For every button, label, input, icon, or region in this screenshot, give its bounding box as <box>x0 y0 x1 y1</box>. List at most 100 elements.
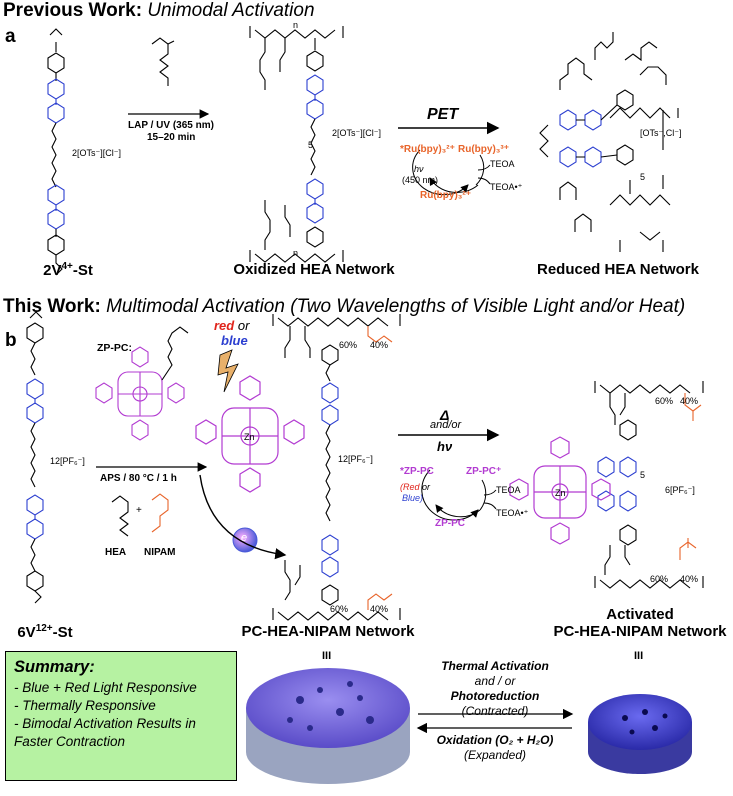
counterion-oxidized: 2[OTs⁻][Cl⁻] <box>332 128 382 138</box>
zp-ground-label: ZP-PC <box>435 518 465 529</box>
activated-label-line1: Activated <box>606 606 674 623</box>
monomer-2v-structure <box>47 28 65 276</box>
counterion-network: 12[PF₆⁻] <box>338 454 373 464</box>
previous-work-header: Previous Work: Unimodal Activation <box>3 0 315 22</box>
activated-porphyrin <box>509 436 611 545</box>
counterion-6v: 12[PF₆⁻] <box>50 456 85 466</box>
zp-photocycle <box>421 469 497 521</box>
counterion-reduced: [OTs⁻,Cl⁻] <box>640 128 682 138</box>
zp-excited-label: *ZP-PC <box>400 466 434 477</box>
summary-box: Summary: - Blue + Red Light Responsive -… <box>5 651 237 781</box>
panel-a-letter: a <box>5 26 16 47</box>
conditions-a-line2: 15–20 min <box>147 132 196 143</box>
monomer-2v-label: 2V4+-St <box>43 261 93 279</box>
gel-disc-contracted <box>588 694 692 774</box>
pct60-activated-bottom: 60% <box>650 574 669 584</box>
pct60-top: 60% <box>339 340 358 350</box>
electron-label: e <box>241 532 248 544</box>
light-color-label: red or <box>214 318 250 333</box>
this-work-title: This Work: <box>3 296 101 317</box>
activated-network-structure <box>594 381 704 589</box>
equiv-marker-left: III <box>322 650 332 662</box>
reverse-line1: Oxidation (O₂ + H₂O) <box>436 733 554 747</box>
wavelength-label: (450 nm) <box>402 175 439 185</box>
repeat-5-oxidized: 5 <box>308 140 314 150</box>
zp-pc-label: ZP-PC: <box>97 342 132 354</box>
forward-line4: (Contracted) <box>461 704 529 718</box>
pc-network-structure <box>272 314 401 621</box>
hea-label: HEA <box>105 547 127 558</box>
this-work-subtitle: Multimodal Activation (Two Wavelengths o… <box>106 296 686 317</box>
hv-label-a: hν <box>414 164 424 174</box>
zn-activated-label: Zn <box>555 488 566 498</box>
oxidized-network-structure <box>249 26 344 263</box>
hea-monomer-a <box>151 37 175 86</box>
equiv-marker-right: III <box>634 650 644 662</box>
ru-oxidized-label: Ru(bpy)₃³⁺ <box>458 144 510 155</box>
reduced-network-label: Reduced HEA Network <box>537 261 699 278</box>
ru-ground-label: Ru(bpy)₃²⁺ <box>420 190 472 201</box>
network-label: PC-HEA-NIPAM Network <box>241 623 415 640</box>
this-work-header: This Work: Multimodal Activation (Two Wa… <box>3 296 685 318</box>
summary-title: Summary: <box>14 658 95 676</box>
counterion-activated: 6[PF₆⁻] <box>665 485 695 495</box>
forward-line2: and / or <box>474 674 516 688</box>
pct40-activated-top: 40% <box>680 396 699 406</box>
light-source-label: (Red or <box>400 482 431 492</box>
repeat-n-top: n <box>293 20 299 30</box>
forward-conditions: Thermal Activation and / or Photoreducti… <box>418 659 572 719</box>
monomer-6v-structure <box>26 311 44 604</box>
zn-label: Zn <box>244 432 255 442</box>
blue-light-label: blue <box>221 333 248 348</box>
teoa-radical-label-b: TEOA•⁺ <box>496 508 529 518</box>
zp-pc-porphyrin <box>95 346 185 441</box>
electron-transfer-arrow <box>199 474 287 560</box>
nipam-label: NIPAM <box>144 547 176 558</box>
monomer-6v-label: 6V12+-St <box>17 623 73 641</box>
forward-line1: Thermal Activation <box>441 659 549 673</box>
teoa-label-b: TEOA <box>496 485 521 495</box>
repeat-n-bottom: n <box>293 248 299 258</box>
gel-disc-expanded <box>246 668 410 784</box>
activated-nipam <box>679 393 702 560</box>
light-bolt-icon <box>217 349 239 393</box>
pct60-bottom: 60% <box>330 604 349 614</box>
pct40-top: 40% <box>370 340 389 350</box>
zp-linker-b <box>161 326 189 381</box>
summary-item: - Blue + Red Light Responsive <box>14 680 197 695</box>
ru-excited-label: *Ru(bpy)₃²⁺ <box>400 144 455 155</box>
reduced-network-structure <box>539 32 679 252</box>
pct40-bottom: 40% <box>370 604 389 614</box>
oxidized-network-label: Oxidized HEA Network <box>233 261 395 278</box>
pct60-activated-top: 60% <box>655 396 674 406</box>
teoa-label-a: TEOA <box>490 159 515 169</box>
zp-oxidized-label: ZP-PC⁺ <box>466 466 502 477</box>
pct40-activated-bottom: 40% <box>680 574 699 584</box>
teoa-radical-label-a: TEOA•⁺ <box>490 182 523 192</box>
nipam-sidechain-b <box>367 326 393 610</box>
light-source-blue: Blue) <box>402 493 424 503</box>
network-porphyrin <box>195 375 305 493</box>
previous-work-title: Previous Work: <box>3 0 143 21</box>
activated-label-line2: PC-HEA-NIPAM Network <box>553 623 727 640</box>
ru-photocycle <box>412 149 491 196</box>
conditions-b: APS / 80 °C / 1 h <box>100 473 177 484</box>
previous-work-subtitle: Unimodal Activation <box>147 0 315 21</box>
conditions-a-line1: LAP / UV (365 nm) <box>128 120 214 131</box>
summary-item: - Thermally Responsive <box>14 698 156 713</box>
delta-label: Δ <box>440 407 450 423</box>
reverse-conditions: Oxidation (O₂ + H₂O) (Expanded) <box>412 733 578 763</box>
reverse-line2: (Expanded) <box>463 748 527 762</box>
repeat-5-activated: 5 <box>640 470 646 480</box>
summary-item: - Bimodal Activation Results in Faster C… <box>14 716 196 749</box>
hea-nipam-monomers <box>111 493 169 537</box>
repeat-5-reduced: 5 <box>640 172 646 182</box>
counterion-a: 2[OTs⁻][Cl⁻] <box>72 148 122 158</box>
forward-line3: Photoreduction <box>450 689 540 703</box>
panel-b-letter: b <box>5 330 17 351</box>
pet-label: PET <box>427 106 459 123</box>
plus-sign: + <box>136 505 142 516</box>
hv-label-b: hν <box>437 439 453 454</box>
andor-label: and/or <box>430 419 462 431</box>
